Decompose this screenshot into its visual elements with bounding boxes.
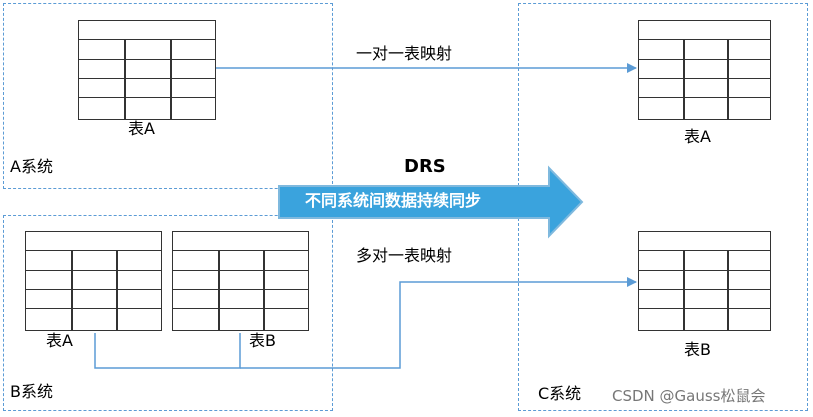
drs-sync-big-arrow [278, 165, 584, 239]
system-a-box [3, 3, 333, 189]
system-b-label: B系统 [10, 382, 53, 401]
system-c-table-b [638, 231, 771, 331]
system-c-table-b-label: 表B [684, 340, 711, 359]
system-b-table-b [172, 231, 309, 331]
many-to-one-mapping-label: 多对一表映射 [356, 246, 453, 265]
system-c-label: C系统 [538, 384, 582, 403]
many-to-one-arrow [240, 277, 637, 369]
system-b-table-a [25, 231, 162, 331]
many-to-one-connector [94, 333, 241, 369]
system-a-label: A系统 [10, 157, 53, 176]
system-b-box [3, 215, 333, 411]
system-a-table-a [78, 20, 216, 120]
system-b-table-a-label: 表A [46, 331, 73, 350]
system-c-table-a-label: 表A [684, 127, 711, 146]
one-to-one-mapping-label: 一对一表映射 [356, 44, 453, 63]
drs-sync-text: 不同系统间数据持续同步 [305, 191, 482, 210]
drs-title: DRS [404, 156, 446, 177]
watermark: CSDN @Gauss松鼠会 [612, 387, 766, 405]
system-a-table-a-label: 表A [128, 119, 155, 138]
system-c-table-a [638, 20, 771, 120]
system-b-table-b-label: 表B [249, 331, 276, 350]
